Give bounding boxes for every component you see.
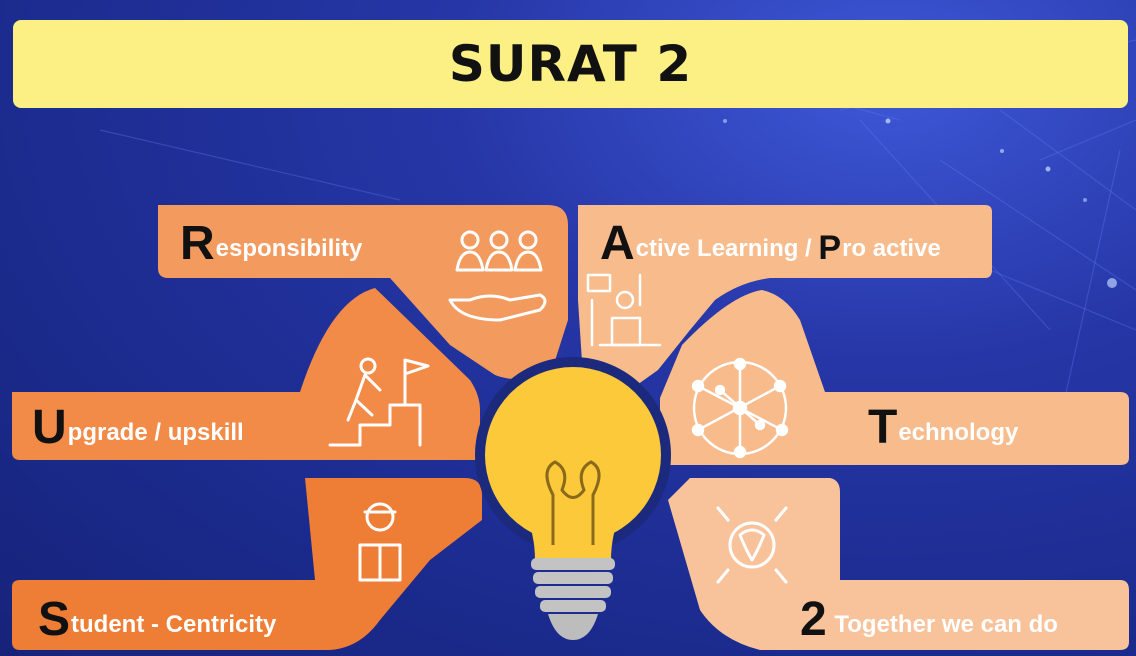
title-banner: SURAT 2 (13, 20, 1128, 108)
label-upgrade: Upgrade / upskill (32, 401, 244, 454)
segment-student (12, 478, 482, 650)
initial-t: T (868, 401, 898, 454)
title: SURAT 2 (448, 35, 693, 93)
raising-hand-icon (586, 273, 662, 347)
network-globe-icon (691, 357, 789, 459)
climbing-stairs-flag-icon (328, 357, 430, 447)
segment-active-learning (578, 205, 992, 390)
initial-r: R (180, 217, 215, 270)
label-student: Student - Centricity (38, 593, 277, 646)
segment-upgrade (12, 288, 480, 460)
initial-u: U (32, 401, 67, 454)
student-reading-icon (358, 502, 402, 582)
joined-hands-icon (716, 506, 788, 584)
label-together: 2 Together we can do (800, 593, 1058, 646)
lightbulb-icon (475, 357, 671, 640)
initial-2: 2 (800, 593, 827, 646)
segment-together (668, 478, 1129, 650)
initial-s: S (38, 593, 71, 646)
segment-responsibility (158, 205, 568, 379)
label-responsibility: Responsibility (180, 217, 363, 270)
people-in-hand-icon (448, 230, 547, 322)
initial-p: P (818, 229, 842, 267)
initial-a: A (600, 217, 635, 270)
label-active-learning: Active Learning / Pro active (600, 217, 941, 270)
label-technology: Technology (868, 401, 1019, 454)
segment-technology (660, 290, 1129, 465)
